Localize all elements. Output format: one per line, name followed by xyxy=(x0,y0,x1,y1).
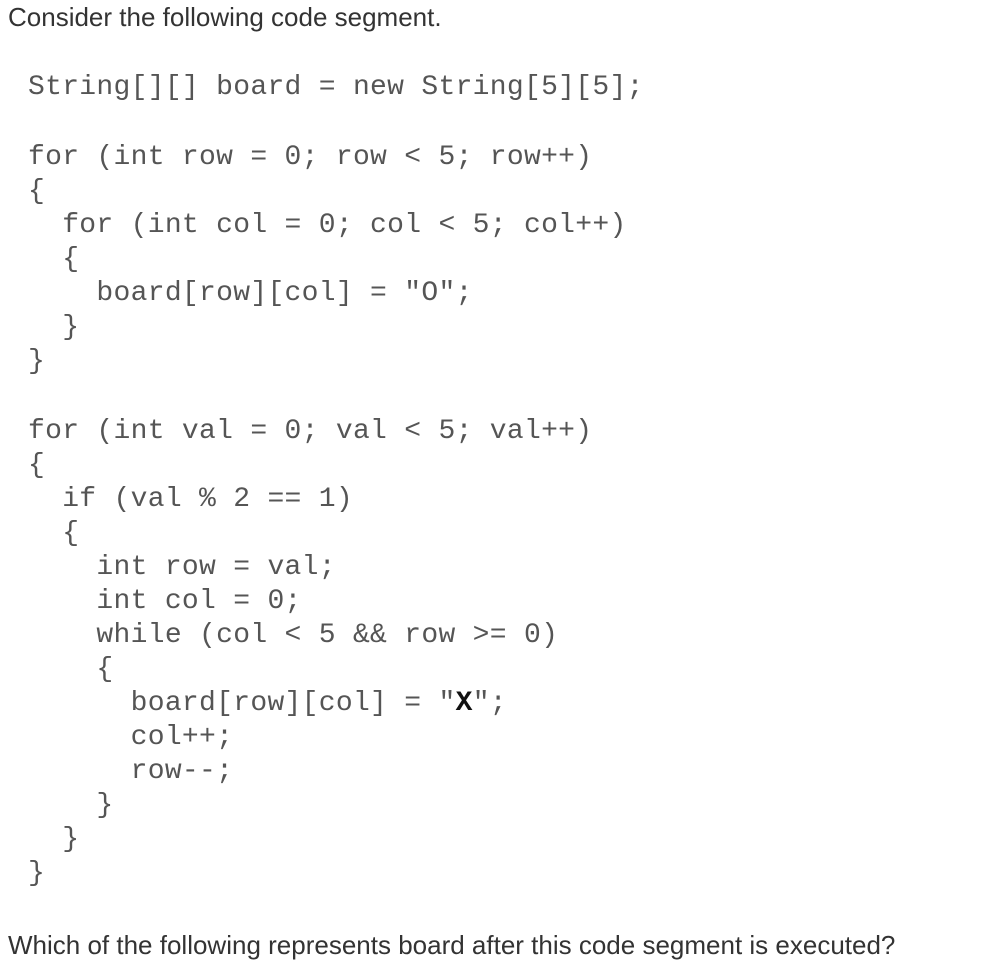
assignment-prefix: board[row][col] = " xyxy=(28,688,456,719)
code-line-11: if (val % 2 == 1) xyxy=(28,484,353,515)
code-line-10: { xyxy=(28,450,46,481)
code-line-12: { xyxy=(28,518,80,549)
code-line-9: for (int val = 0; val < 5; val++) xyxy=(28,416,593,447)
code-line-8: } xyxy=(28,346,46,377)
code-line-18: col++; xyxy=(28,722,234,753)
code-line-20: } xyxy=(28,790,114,821)
code-line-19: row--; xyxy=(28,756,234,787)
code-line-5: { xyxy=(28,244,80,275)
code-line-7: } xyxy=(28,312,80,343)
code-line-1: String[][] board = new String[5][5]; xyxy=(28,72,644,103)
code-line-6: board[row][col] = "O"; xyxy=(28,278,473,309)
code-line-13: int row = val; xyxy=(28,552,336,583)
question-intro: Consider the following code segment. xyxy=(8,2,442,32)
code-line-21: } xyxy=(28,824,80,855)
code-line-17: board[row][col] = "X"; xyxy=(28,687,507,721)
code-line-22: } xyxy=(28,858,46,889)
code-line-15: while (col < 5 && row >= 0) xyxy=(28,620,559,651)
assignment-suffix: "; xyxy=(472,688,507,719)
code-line-14: int col = 0; xyxy=(28,586,302,617)
code-line-2: for (int row = 0; row < 5; row++) xyxy=(28,142,593,173)
code-line-16: { xyxy=(28,654,114,685)
code-line-3: { xyxy=(28,176,46,207)
x-token: X xyxy=(455,688,473,719)
question-prompt: Which of the following represents board … xyxy=(8,930,896,960)
code-line-4: for (int col = 0; col < 5; col++) xyxy=(28,210,627,241)
